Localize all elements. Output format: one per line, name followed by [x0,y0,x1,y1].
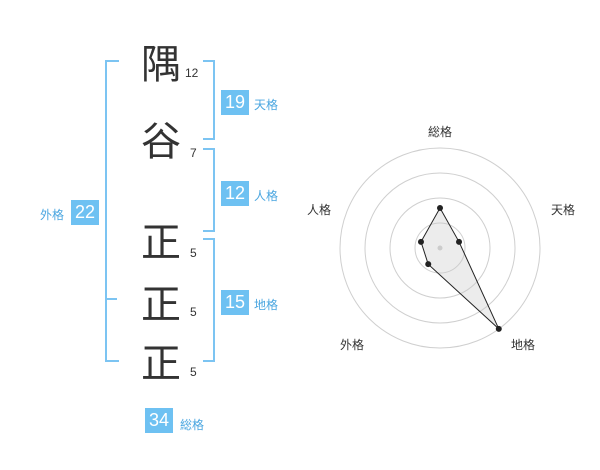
chikaku-bracket [203,238,215,362]
kanji-2: 谷 [141,119,181,165]
chikaku-label: 地格 [254,298,279,312]
stroke-count-1: 12 [185,66,199,80]
radar-ring [414,222,466,274]
stroke-count-5: 5 [190,365,197,379]
jinkaku-bracket [203,148,215,232]
radar-axis-label-jinkaku: 人格 [307,203,332,217]
radar-point-0 [437,205,443,211]
jinkaku-value: 12 [221,181,249,206]
radar-series-polygon [420,206,500,330]
radar-axis-label-chikaku: 地格 [511,338,536,352]
kanji-5: 正 [141,341,181,387]
radar-point-4 [417,238,424,245]
radar-axis-label-tenkaku: 天格 [551,203,576,217]
radar-ring [339,147,541,349]
tenkaku-value: 19 [221,90,249,115]
kanji-3: 正 [141,220,181,266]
stroke-count-4: 5 [190,305,197,319]
radar-point-3 [425,261,432,268]
radar-axis-label-gaikaku: 外格 [340,338,365,352]
gaikaku-bracket [105,60,119,362]
chikaku-value: 15 [221,290,249,315]
kanji-4: 正 [141,282,181,328]
gaikaku-label: 外格 [40,208,65,222]
jinkaku-label: 人格 [254,189,279,203]
stroke-count-2: 7 [190,146,197,160]
soukaku-value: 34 [145,408,173,433]
radar-center-point [437,245,443,251]
radar-point-1 [456,238,463,245]
radar-ring [364,172,516,324]
tenkaku-label: 天格 [254,98,279,112]
gaikaku-bracket-tick [105,298,117,300]
gaikaku-value: 22 [71,200,99,225]
kanji-1: 隅 [141,42,181,88]
radar-axis-label-soukaku: 総格 [428,125,453,139]
soukaku-label: 総格 [180,418,205,432]
tenkaku-bracket [203,60,215,140]
radar-point-2 [495,325,502,332]
radar-ring [389,197,491,299]
stroke-count-3: 5 [190,246,197,260]
